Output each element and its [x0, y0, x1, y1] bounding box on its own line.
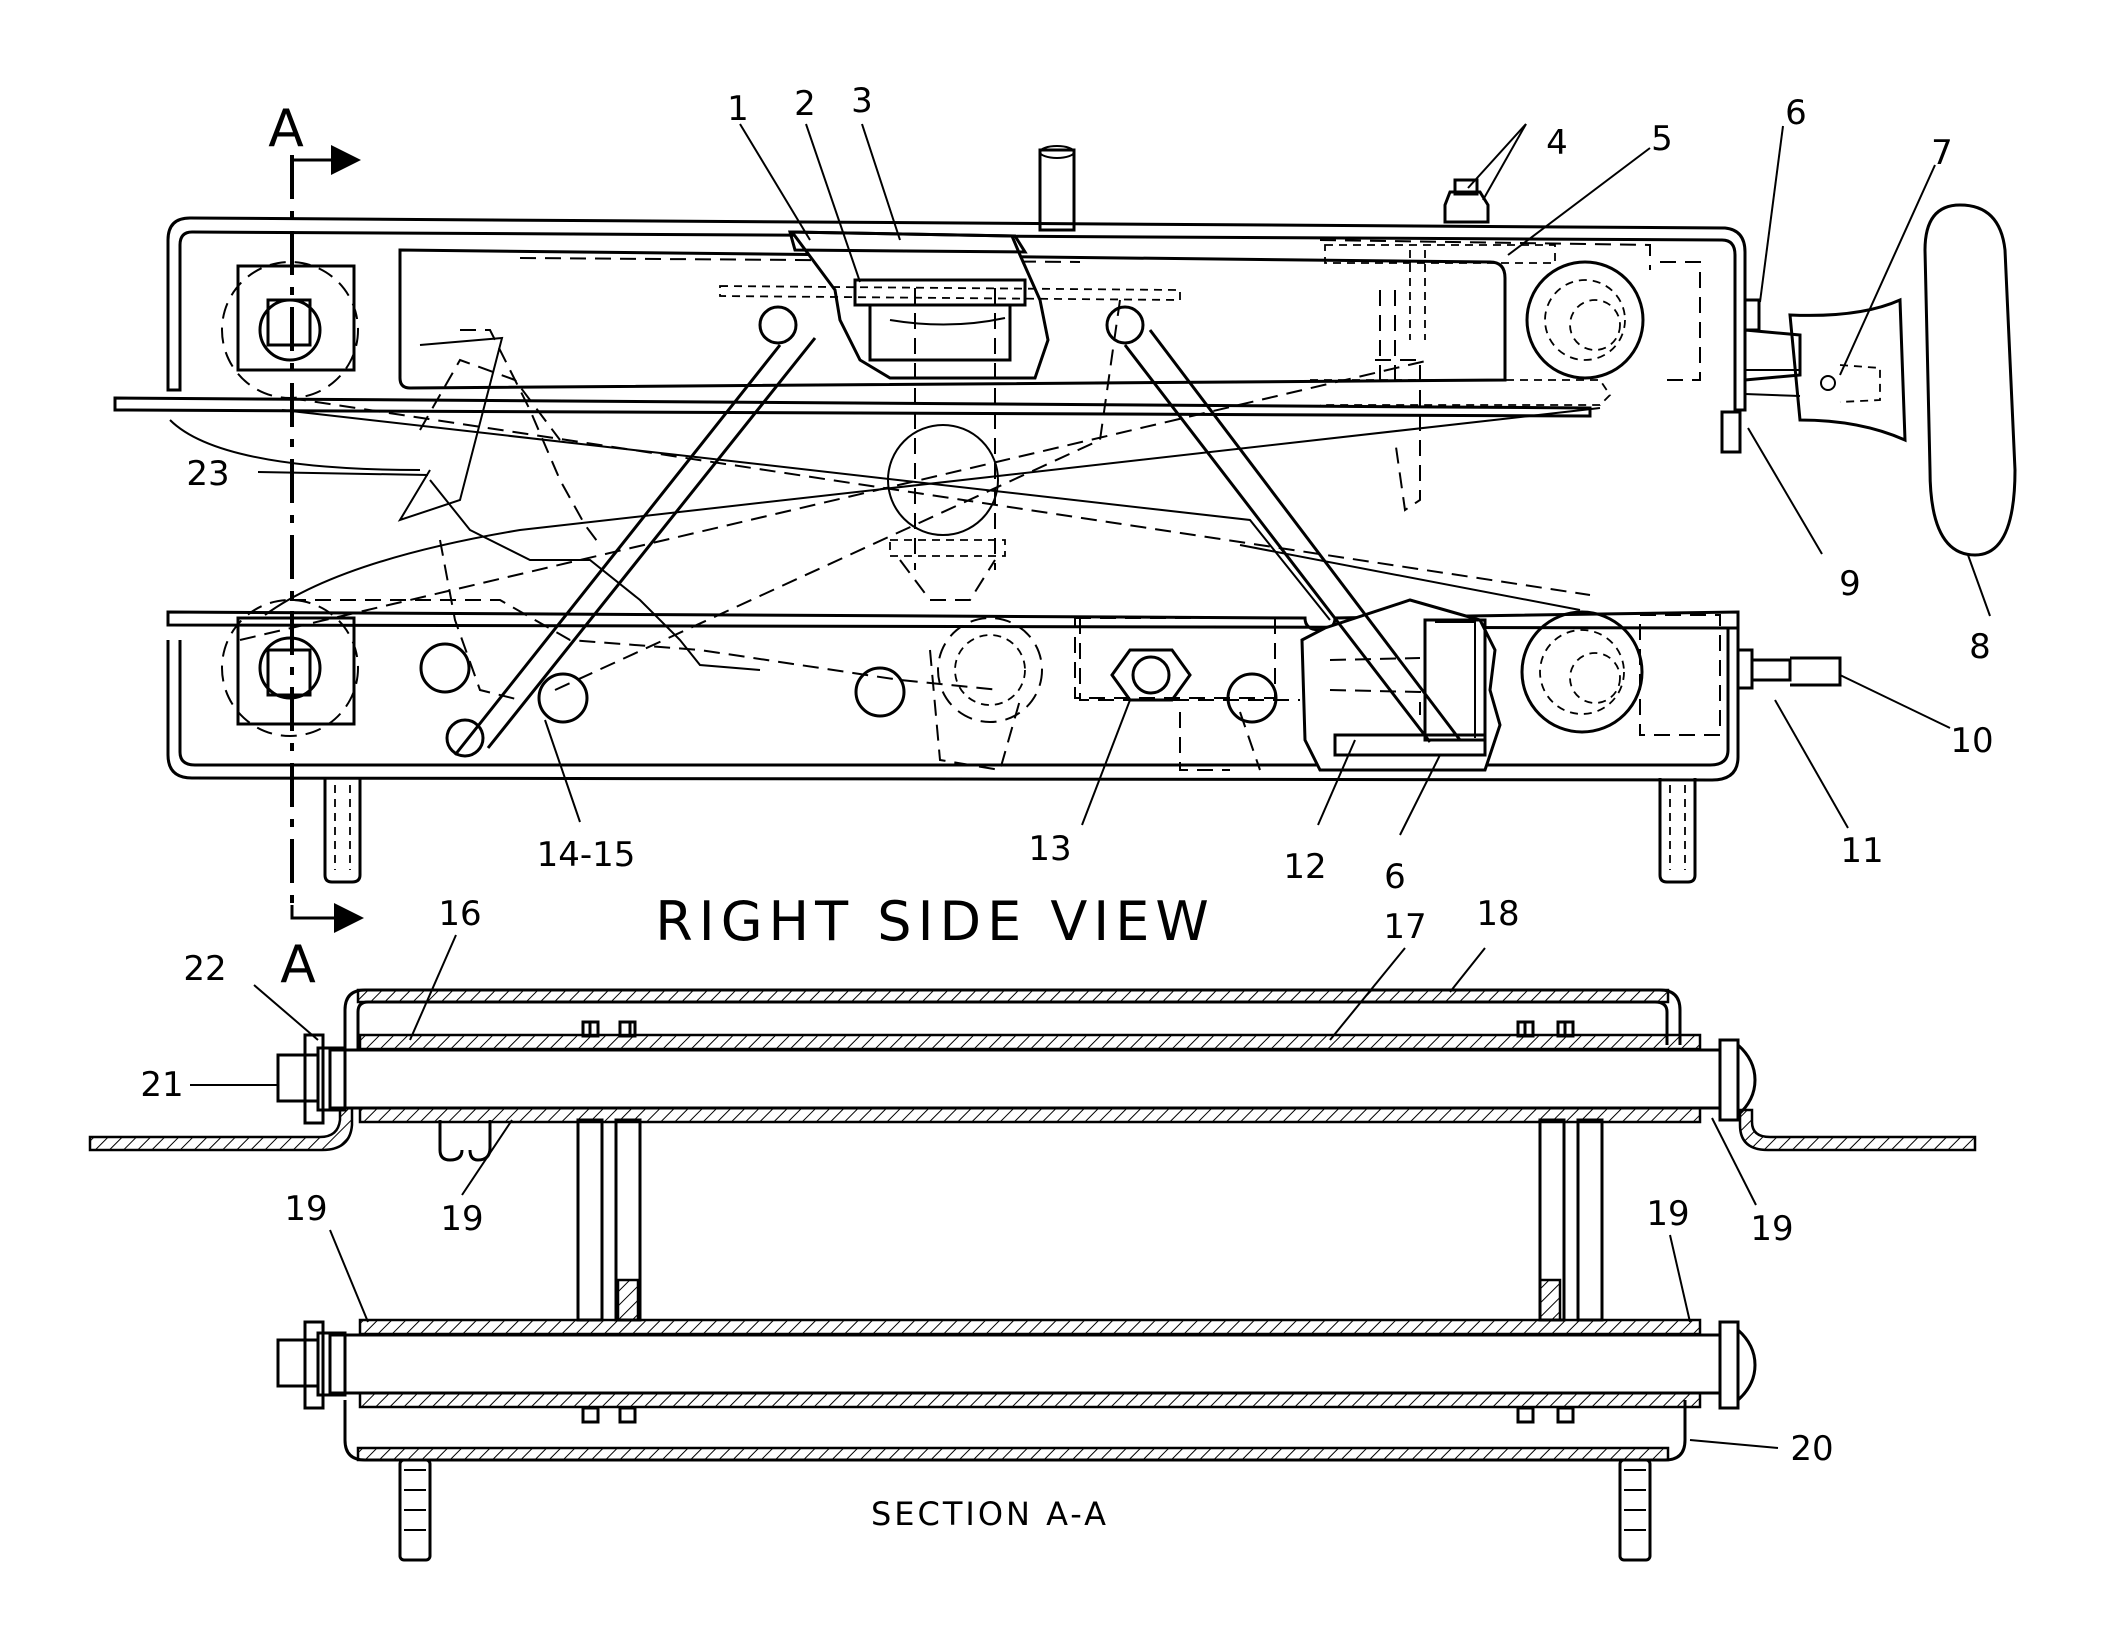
cut-mark-top: A: [268, 99, 304, 159]
cut-mark-bottom: A: [280, 935, 316, 995]
callout-17: 17: [1383, 907, 1426, 947]
right-side-view: A A 1 2 3 4 5: [113, 81, 2017, 995]
callout-9: 9: [1839, 564, 1861, 604]
callout-19-d: 19: [1646, 1194, 1689, 1234]
callout-19-c: 19: [284, 1189, 327, 1229]
callout-6-top: 6: [1785, 93, 1807, 133]
callout-22: 22: [183, 949, 226, 989]
section-a-a: 16 17 18 22 21 19 19 19 19 20 SECTION A-…: [88, 894, 1977, 1562]
scissor-linkage: [169, 288, 1601, 772]
callout-5: 5: [1651, 119, 1673, 159]
callout-1: 1: [727, 89, 749, 129]
view-title: RIGHT SIDE VIEW: [655, 890, 1215, 953]
callout-3: 3: [851, 81, 873, 121]
callouts-side-view: 1 2 3 4 5 6 7 8 9 10 11 12 6 13 14-15 23: [186, 81, 1993, 897]
callout-6-bottom: 6: [1384, 857, 1406, 897]
callout-14-15: 14-15: [537, 835, 636, 875]
callout-7: 7: [1931, 133, 1953, 173]
callout-23: 23: [186, 454, 229, 494]
lower-rail: [166, 598, 1842, 884]
callout-21: 21: [140, 1065, 183, 1105]
callout-20: 20: [1790, 1429, 1833, 1469]
leader-lines-section: [190, 934, 1779, 1449]
callout-2: 2: [794, 84, 816, 124]
upper-rail: [113, 145, 2017, 557]
callout-12: 12: [1283, 847, 1326, 887]
callout-19-a: 19: [440, 1199, 483, 1239]
callouts-section: 16 17 18 22 21 19 19 19 19 20: [140, 894, 1833, 1469]
callout-10: 10: [1950, 721, 1993, 761]
callout-16: 16: [438, 894, 481, 934]
callout-11: 11: [1840, 831, 1883, 871]
section-cut-line: A A: [268, 99, 364, 995]
callout-13: 13: [1028, 829, 1071, 869]
callout-4: 4: [1546, 123, 1568, 163]
callout-19-b: 19: [1750, 1209, 1793, 1249]
section-caption: SECTION A-A: [871, 1495, 1109, 1533]
callout-8: 8: [1969, 627, 1991, 667]
leader-lines: [257, 123, 1991, 836]
callout-18: 18: [1476, 894, 1519, 934]
